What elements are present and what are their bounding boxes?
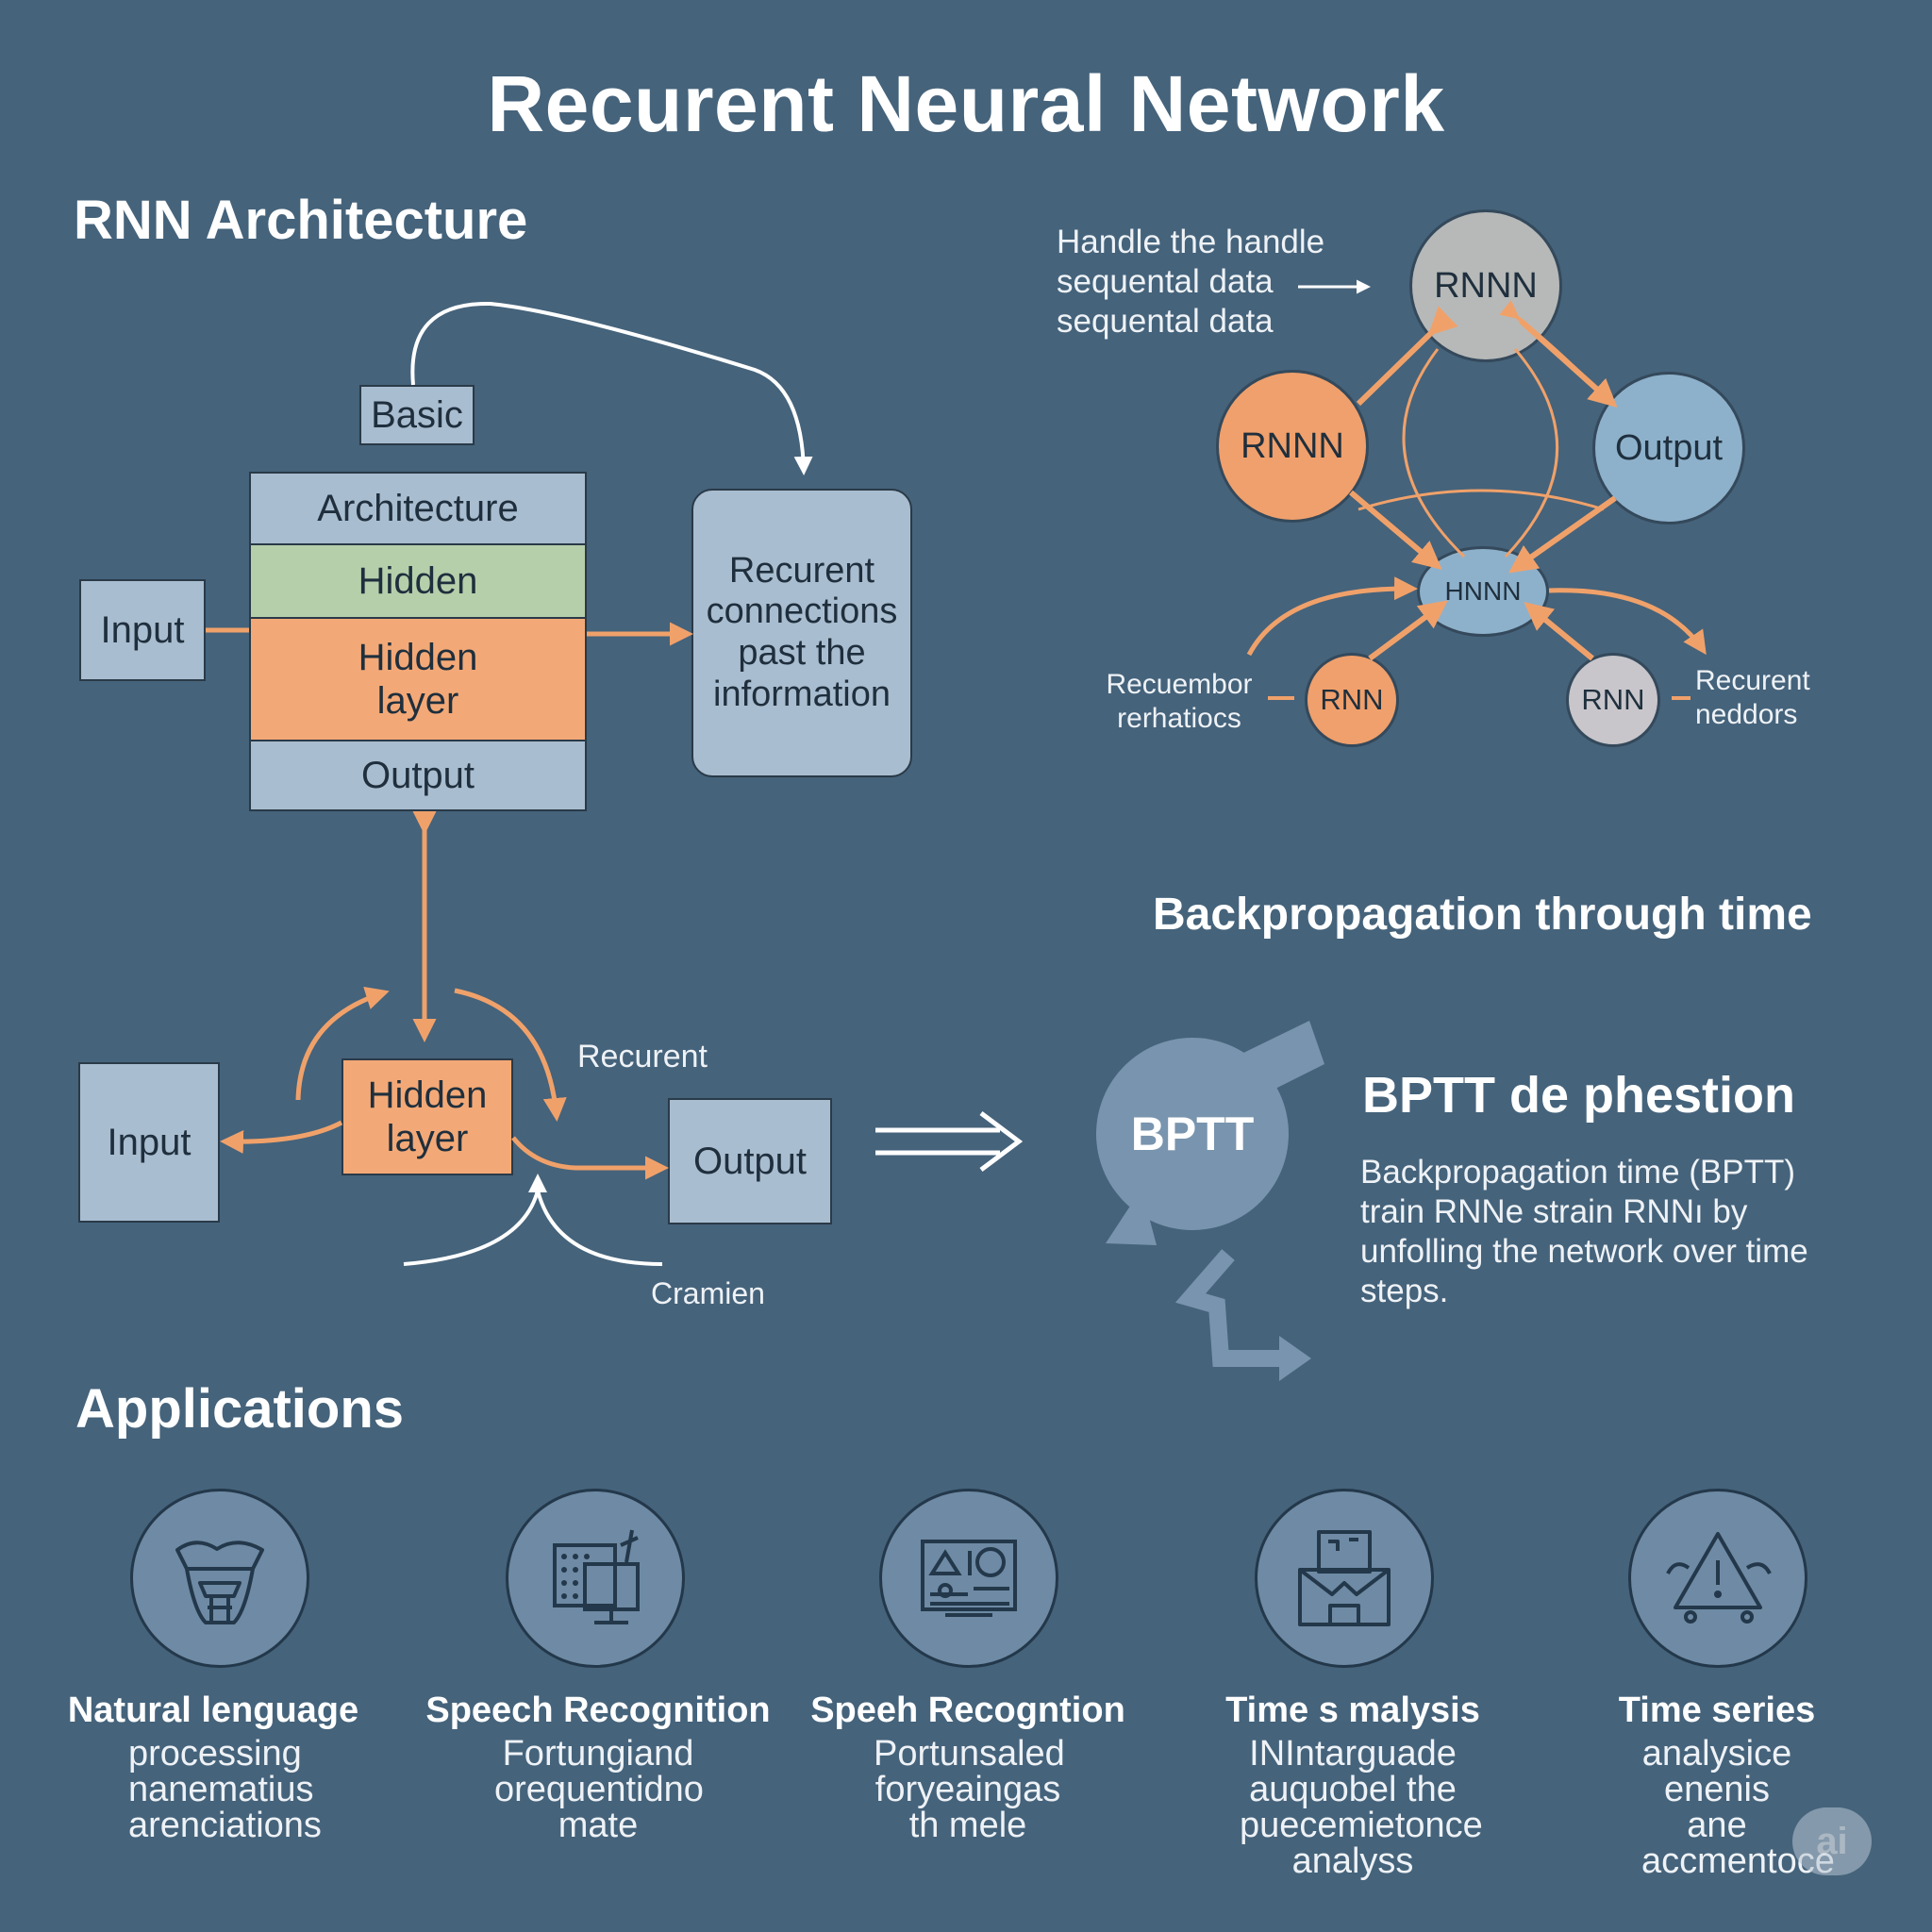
- recurrent-connections-box: Recurent connections past the informatio…: [691, 489, 912, 777]
- architecture-stack: Architecture Hidden Hidden layer Output: [249, 472, 587, 811]
- bptt-arrow-bottom: [1106, 1189, 1157, 1245]
- sequential-data-label: Handle the handle sequental data sequent…: [1057, 224, 1325, 340]
- app-item-speech-1: Speech Recognition Fortungiand orequenti…: [419, 1692, 777, 1843]
- page-title: Recurent Neural Network: [487, 59, 1445, 148]
- edge-top-left: [1356, 306, 1458, 407]
- app-description: INIntarguade auquobel the puecemietonce …: [1240, 1734, 1483, 1881]
- stack-architecture: Architecture: [251, 474, 585, 545]
- unrolled-to-bptt-arrow: [875, 1111, 1024, 1172]
- architecture-heading: RNN Architecture: [74, 190, 528, 251]
- applications-heading: Applications: [75, 1378, 405, 1440]
- recurrent-nodes-label: Recurent neddors: [1695, 665, 1810, 730]
- edge-left-center: [1349, 490, 1442, 570]
- arch-loop-arrow: [410, 301, 813, 475]
- app-circle-time-series: [1628, 1489, 1807, 1668]
- bptt-subheading: BPTT de phestion: [1362, 1067, 1795, 1124]
- stack-hidden-layer: Hidden layer: [251, 619, 585, 741]
- app-circle-nlp: [130, 1489, 309, 1668]
- app-circle-speech-1: [506, 1489, 685, 1668]
- unrolled-hidden-layer-box: Hidden layer: [341, 1058, 513, 1175]
- unrolled-caption: Cramien: [651, 1276, 765, 1310]
- basic-label: Basic: [359, 385, 475, 445]
- envelope-icon: [1298, 1530, 1391, 1626]
- edge-bl-center: [1368, 600, 1448, 661]
- app-description: Fortungiand orequentidno mate: [494, 1734, 704, 1845]
- hidden-to-input-arrow: [220, 1120, 343, 1154]
- app-title: Time s malysis: [1225, 1690, 1480, 1730]
- edge-top-center-a: [1402, 348, 1466, 558]
- bptt-heading: Backpropagation through time: [1153, 890, 1812, 940]
- loop-left-arrow: [295, 987, 390, 1101]
- recurrent-relations-label: Recuembor rerhatiocs: [1106, 669, 1253, 734]
- warning-icon: [1666, 1532, 1772, 1624]
- app-item-time-analysis: Time s malysis INIntarguade auquobel the…: [1174, 1692, 1532, 1879]
- edge-br-center: [1524, 602, 1594, 661]
- bptt-arrow-top: [1236, 1021, 1324, 1094]
- stack-hidden: Hidden: [251, 545, 585, 619]
- node-output: Output: [1592, 372, 1745, 525]
- node-rnnn-left: RNNN: [1216, 370, 1369, 523]
- app-title: Speech Recognition: [425, 1690, 771, 1730]
- input-curve-arrow: [403, 1183, 663, 1266]
- bptt-return-arrowhead: [1279, 1336, 1311, 1381]
- computer-icon: [553, 1529, 640, 1624]
- app-description: analysice enenis ane accmentoce: [1641, 1734, 1835, 1881]
- bptt-return-arrow: [1174, 1249, 1285, 1367]
- edge-top-right-2: [1499, 300, 1606, 398]
- hidden-to-output-arrow: [511, 1136, 669, 1180]
- app-title: Natural lenguage: [67, 1690, 359, 1730]
- architecture-input-box: Input: [79, 579, 206, 681]
- edge-left-right: [1357, 489, 1605, 511]
- bptt-badge: BPTT: [1096, 1038, 1289, 1230]
- edge-right-center: [1508, 495, 1617, 574]
- watermark-badge: ai: [1792, 1807, 1872, 1875]
- brain-icon: [175, 1541, 264, 1624]
- node-rnn-bottom-left: RNN: [1305, 653, 1399, 747]
- app-circle-time-analysis: [1255, 1489, 1434, 1668]
- stack-output: Output: [251, 741, 585, 809]
- app-item-time-series: Time series analysice enenis ane accment…: [1538, 1692, 1896, 1879]
- app-circle-speech-2: [879, 1489, 1058, 1668]
- unrolled-recurrent-label: Recurent: [577, 1039, 708, 1074]
- app-title: Speeh Recogntion: [810, 1690, 1125, 1730]
- edge-top-center-b: [1504, 348, 1559, 558]
- edge-in-left: [1246, 576, 1418, 657]
- app-title: Time series: [1618, 1690, 1816, 1730]
- app-item-speech-2: Speeh Recogntion Portunsaled foryeaingas…: [789, 1692, 1147, 1843]
- app-description: Portunsaled foryeaingas th mele: [874, 1734, 1065, 1845]
- edge-out-right: [1548, 588, 1707, 656]
- app-description: processing nanematius arenciations: [128, 1734, 322, 1845]
- loop-right-arrow: [454, 988, 567, 1122]
- unrolled-output-box: Output: [668, 1098, 832, 1224]
- unrolled-input-box: Input: [78, 1062, 220, 1223]
- node-rnn-bottom-right: RNN: [1566, 653, 1660, 747]
- app-item-nlp: Natural lenguage processing nanematius a…: [34, 1692, 392, 1843]
- bptt-description: Backpropagation time (BPTT) train RNNe s…: [1360, 1154, 1808, 1309]
- dashboard-icon: [921, 1540, 1017, 1617]
